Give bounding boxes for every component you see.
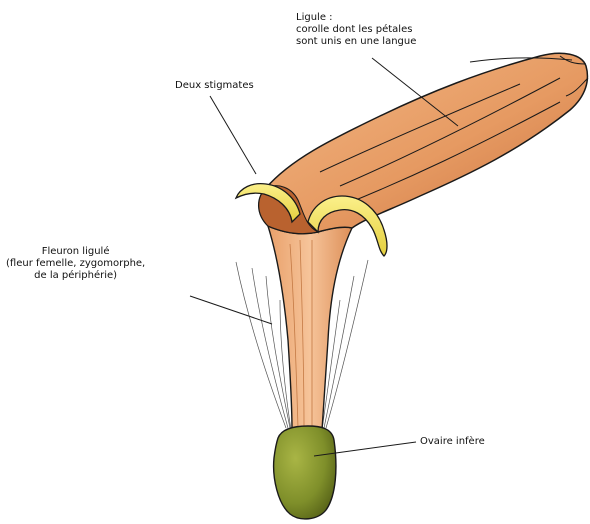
leader-stigmates <box>210 96 256 174</box>
stigmates-label: Deux stigmates <box>175 80 254 92</box>
ligule-label-line3: sont unis en une langue <box>296 36 416 48</box>
ligule-label-line2: corolle dont les pétales <box>296 24 416 36</box>
ligule-strap <box>259 53 588 233</box>
ligule-label-line1: Ligule : <box>296 12 416 24</box>
fleuron-label-line1: Fleuron ligulé <box>6 246 145 258</box>
ovaire-label-line1: Ovaire infère <box>420 436 485 448</box>
ovaire-label: Ovaire infère <box>420 436 485 448</box>
inferior-ovary <box>274 426 336 519</box>
stigmates-label-line1: Deux stigmates <box>175 80 254 92</box>
fleuron-label-line2: (fleur femelle, zygomorphe, <box>6 258 145 270</box>
fleuron-label: Fleuron ligulé (fleur femelle, zygomorph… <box>6 246 145 282</box>
ligule-label: Ligule : corolle dont les pétales sont u… <box>296 12 416 48</box>
fleuron-label-line3: de la périphérie) <box>6 270 145 282</box>
leader-fleuron <box>190 296 272 324</box>
